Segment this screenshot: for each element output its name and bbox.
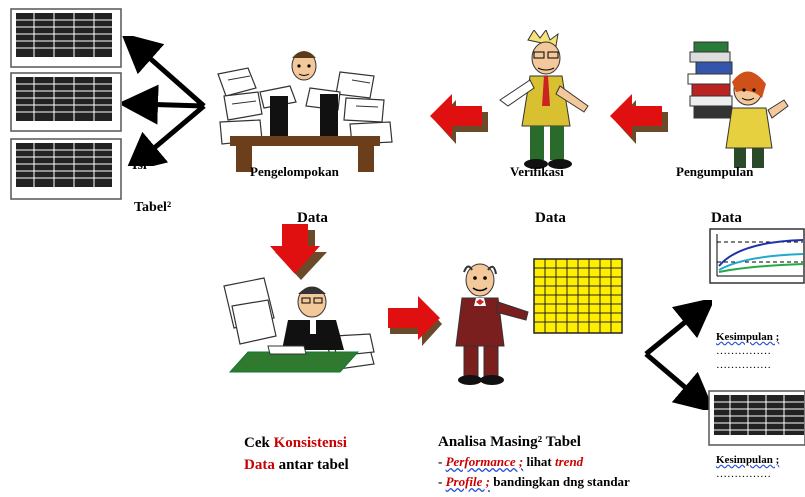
cek-konsistensi-text: Cek Konsistensi Data antar tabel (244, 432, 349, 476)
analis-illustration (440, 258, 540, 388)
red-arrow-top-left (424, 86, 488, 148)
cek-word: Cek (244, 435, 274, 451)
trend-word: trend (555, 454, 584, 469)
pengelompokan-illustration (210, 44, 400, 174)
analisa-bullet-1: - Performance ; lihat trend (438, 452, 630, 472)
analisa-title: Analisa Masing² Tabel (438, 434, 581, 450)
data-label-2: Data (535, 210, 566, 226)
antar-tabel-word: antar tabel (274, 457, 349, 473)
bullet-2-text: bandingkan dng standar (490, 474, 630, 489)
cek-line-1: Cek Konsistensi (244, 432, 349, 454)
pengumpulan-illustration (680, 36, 800, 176)
kesimpulan-block-2: Kesimpulan ; …………… (716, 453, 779, 481)
table-icon-bottom (10, 138, 122, 202)
red-arrow-down (268, 222, 332, 282)
kesimpulan-label-2: Kesimpulan ; (716, 454, 780, 466)
cek-konsistensi-illustration (218, 276, 388, 386)
analisa-text: Analisa Masing² Tabel - Performance ; li… (438, 432, 630, 492)
performance-term: Performance ; (445, 454, 524, 469)
fork-arrows-right (640, 300, 712, 410)
verifikasi-illustration (494, 30, 604, 175)
kesimpulan-block-1: Kesimpulan ; …………… …………… (716, 330, 779, 372)
isi-label: Isi (132, 158, 147, 173)
bullet-1-text: lihat (523, 454, 556, 469)
kesimpulan-dots-2a: …………… (716, 468, 771, 480)
yellow-grid-table (533, 258, 623, 334)
analisa-bullet-2: - Profile ; bandingkan dng standar (438, 472, 630, 492)
kesimpulan-dots-1b: …………… (716, 359, 771, 371)
kesimpulan-label-1: Kesimpulan ; (716, 331, 780, 343)
bullet-1-dash: - (438, 454, 446, 469)
profile-term: Profile ; (445, 474, 490, 489)
table-icon-top (10, 8, 122, 68)
trend-chart-icon (709, 228, 805, 284)
table-icon-middle (10, 72, 122, 132)
pengumpulan-label: Pengumpulan (676, 164, 754, 179)
data-label-1: Data (297, 210, 328, 226)
data-label-3: Data (711, 210, 742, 226)
bullet-2-dash: - (438, 474, 446, 489)
red-arrow-right (382, 288, 446, 350)
verifikasi-label: Verifikasi (510, 164, 564, 179)
cek-line-2: Data antar tabel (244, 454, 349, 476)
data-word: Data (244, 457, 275, 473)
table-icon-right (708, 390, 805, 446)
pengelompokan-label: Pengelompokan (250, 164, 339, 179)
red-arrow-top-right (604, 86, 668, 148)
tabel-label: Tabel² (134, 200, 172, 215)
konsistensi-word: Konsistensi (273, 435, 347, 451)
fan-arrows-left (122, 36, 212, 166)
kesimpulan-dots-1a: …………… (716, 345, 771, 357)
